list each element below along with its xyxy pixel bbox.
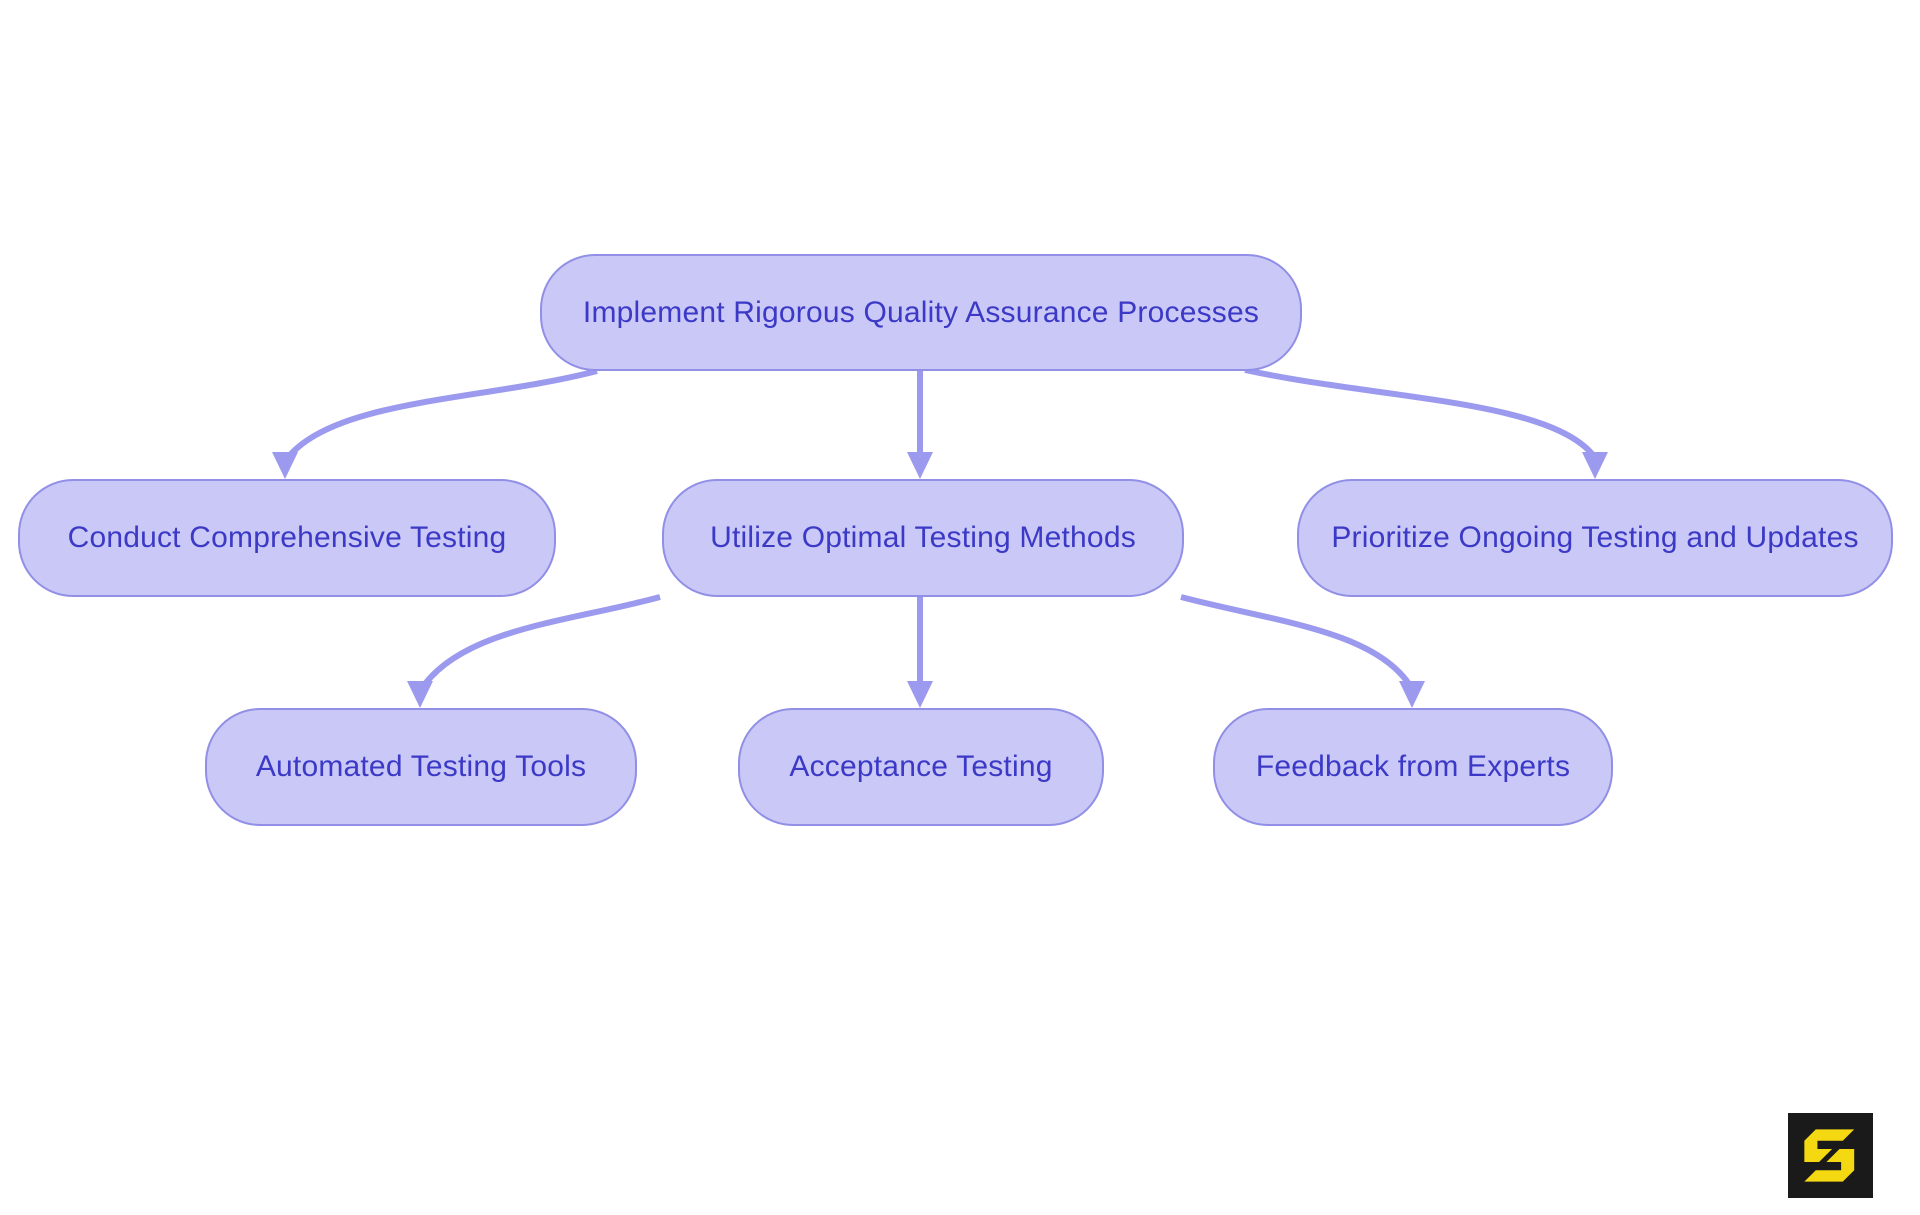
edge-root-to-conduct	[272, 368, 598, 479]
edge-methods-to-acceptance	[907, 597, 933, 708]
flowchart-node-ongoing-updates: Prioritize Ongoing Testing and Updates	[1297, 479, 1893, 597]
edge-methods-to-automated	[407, 594, 661, 708]
flowchart-node-root: Implement Rigorous Quality Assurance Pro…	[540, 254, 1302, 371]
flowchart-node-acceptance-testing: Acceptance Testing	[738, 708, 1104, 826]
node-label: Utilize Optimal Testing Methods	[710, 521, 1136, 554]
node-label: Prioritize Ongoing Testing and Updates	[1331, 521, 1859, 554]
flowchart-node-testing-methods: Utilize Optimal Testing Methods	[662, 479, 1184, 597]
flowchart-node-automated-tools: Automated Testing Tools	[205, 708, 637, 826]
node-label: Conduct Comprehensive Testing	[67, 521, 507, 554]
edge-root-to-prioritize	[1244, 367, 1608, 479]
flowchart-node-expert-feedback: Feedback from Experts	[1213, 708, 1613, 826]
flowchart-node-conduct-testing: Conduct Comprehensive Testing	[18, 479, 556, 597]
angular-s-icon	[1804, 1129, 1855, 1182]
node-label: Acceptance Testing	[789, 750, 1053, 783]
brand-logo	[1788, 1113, 1873, 1198]
edge-methods-to-feedback	[1180, 594, 1425, 708]
node-label: Automated Testing Tools	[255, 750, 587, 783]
node-label: Implement Rigorous Quality Assurance Pro…	[582, 295, 1260, 329]
edge-root-to-methods	[907, 371, 933, 479]
node-label: Feedback from Experts	[1255, 750, 1571, 783]
